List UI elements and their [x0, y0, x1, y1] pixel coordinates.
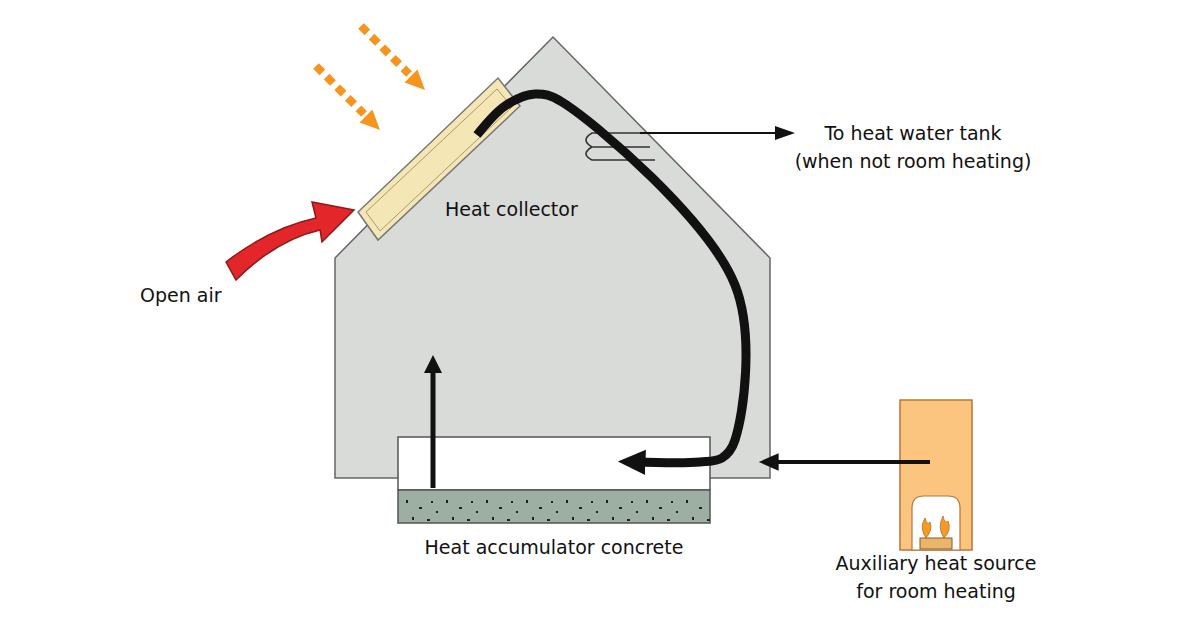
- part-label: Heat accumulator concrete: [425, 534, 684, 562]
- heater-box: [900, 400, 972, 550]
- part-label: Heat collector: [445, 196, 578, 224]
- collector-box: Heat collector: [355, 78, 520, 240]
- warm-air-arrow-head: [424, 355, 442, 373]
- concrete-texture: [398, 490, 710, 523]
- sun-ray: [361, 26, 409, 74]
- flame: [940, 516, 949, 538]
- supply-arrow: [772, 460, 930, 464]
- accumulator-box: Heat accumulator concrete: [398, 437, 710, 523]
- note-label: Open air: [140, 282, 222, 310]
- sun-ray-head: [360, 110, 380, 130]
- concrete-slab: [398, 490, 710, 523]
- air-inlet-arrow: [226, 202, 354, 280]
- water-tank-arrow-head: [775, 126, 795, 140]
- heater-box: Auxiliary heat source for room heating: [900, 400, 972, 550]
- part-label: Auxiliary heat source for room heating: [834, 550, 1038, 605]
- water-tank-arrow: [640, 132, 778, 134]
- warm-air-arrow: [431, 372, 436, 488]
- sun-ray: [316, 66, 364, 114]
- heat-pipe: [477, 94, 746, 463]
- note-label: To heat water tank (when not room heatin…: [793, 120, 1033, 175]
- flame: [922, 518, 931, 538]
- burner-base: [920, 538, 952, 549]
- house-outline: [335, 37, 770, 478]
- burner-opening: [912, 496, 960, 550]
- sun-ray-head: [405, 70, 425, 90]
